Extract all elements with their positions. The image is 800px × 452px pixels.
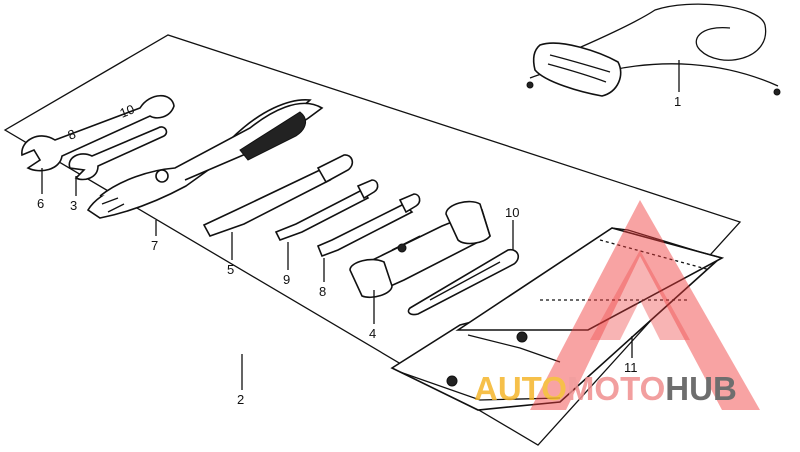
callout-4: 4 xyxy=(369,326,376,341)
callout-10: 10 xyxy=(505,205,519,220)
callout-11: 11 xyxy=(624,360,638,375)
watermark-triangle xyxy=(530,200,760,410)
svg-text:AUTOMOTOHUB: AUTOMOTOHUB xyxy=(474,370,737,407)
tool-bag xyxy=(390,227,725,411)
flat-screwdriver xyxy=(202,154,354,237)
strap xyxy=(526,3,781,97)
callout-2: 2 xyxy=(237,392,244,407)
watermark-auto: AUTO xyxy=(474,370,567,407)
callout-8: 8 xyxy=(319,284,326,299)
callout-5: 5 xyxy=(227,262,234,277)
pliers xyxy=(86,99,324,219)
watermark-logo: AUTOMOTOHUB xyxy=(474,200,760,410)
callout-7: 7 xyxy=(151,238,158,253)
spark-plug-wrench xyxy=(349,200,491,299)
watermark-moto: MOTO xyxy=(567,370,665,407)
phillips-screwdriver xyxy=(274,179,379,241)
callout-1: 1 xyxy=(674,94,681,109)
bag-snap-upper xyxy=(516,331,528,343)
callout-6: 6 xyxy=(37,196,44,211)
callout-9: 9 xyxy=(283,272,290,287)
screwdriver-extension xyxy=(316,193,421,258)
bag-snap-lower xyxy=(446,375,458,387)
leader-lines xyxy=(41,60,680,390)
toolkit-outline xyxy=(3,34,742,446)
double-wrench: 8 10 xyxy=(21,94,175,172)
wrench-mark-b: 10 xyxy=(118,101,137,120)
callout-labels: 1 2 3 4 5 6 7 8 9 10 11 xyxy=(37,94,681,407)
single-wrench xyxy=(68,126,168,181)
watermark-hub: HUB xyxy=(665,370,737,407)
screwdriver-grip xyxy=(407,248,520,316)
callout-3: 3 xyxy=(70,198,77,213)
